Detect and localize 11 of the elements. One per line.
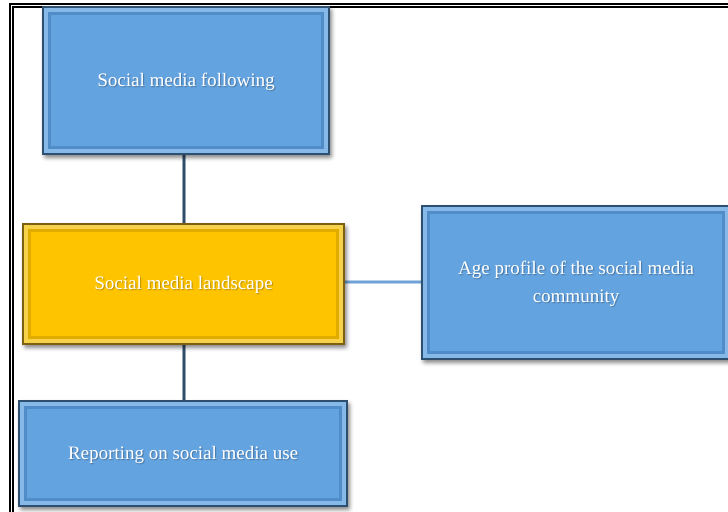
- central-topic-box: [22, 223, 345, 345]
- connector-line: [182, 155, 186, 223]
- box-label: Reporting on social media use: [68, 442, 298, 466]
- connector-line: [182, 345, 186, 400]
- box-label: Social media following: [97, 68, 275, 93]
- connector-line: [345, 280, 421, 284]
- box-label: Social media landscape: [94, 272, 273, 296]
- topic-box: [42, 6, 330, 155]
- topic-box: [421, 205, 728, 360]
- topic-box: [18, 400, 348, 507]
- box-label: Age profile of the social media community: [457, 256, 695, 308]
